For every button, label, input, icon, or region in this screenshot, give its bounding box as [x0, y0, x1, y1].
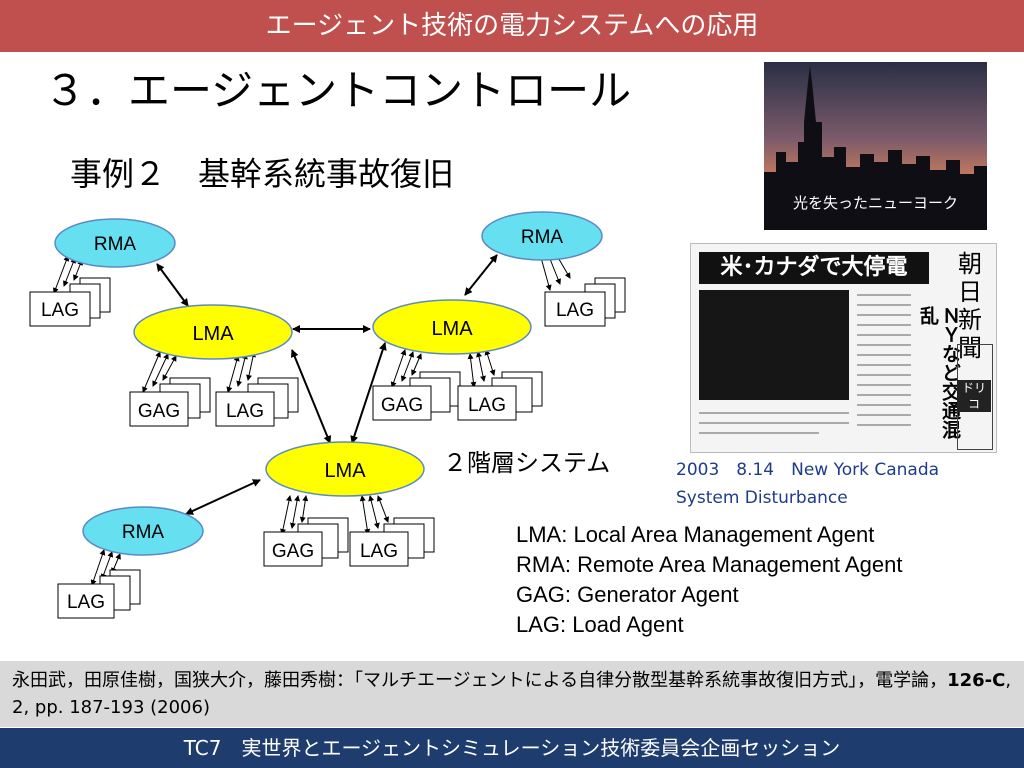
- device-box-gag-right: GAG: [372, 385, 432, 421]
- node-lma-right: LMA: [372, 299, 532, 355]
- node-label: LMA: [324, 460, 366, 482]
- node-label: LMA: [192, 323, 234, 345]
- title-bar: [0, 0, 1024, 52]
- node-lma-bottom: LMA: [265, 441, 425, 497]
- node-rma-top-right: RMA: [481, 211, 603, 261]
- device-box-lag-bottom-left: LAG: [57, 583, 115, 619]
- device-box-gag-bottom: GAG: [263, 531, 323, 567]
- link-lma-bottom-rma: [185, 479, 261, 515]
- newspaper-caption-text: [699, 408, 849, 444]
- newspaper-side-headline: ＮＹなど交通混乱: [917, 306, 961, 439]
- section-heading: ３．エージェントコントロール: [44, 66, 632, 115]
- newspaper-photo: [699, 290, 849, 400]
- node-label: LMA: [431, 318, 473, 340]
- legend-item-gag: GAG: Generator Agent: [516, 582, 739, 607]
- two-layer-system-label: ２階層システム: [443, 449, 611, 477]
- device-label: LAG: [360, 541, 398, 562]
- device-label: GAG: [138, 401, 180, 422]
- device-box-lag-bottom: LAG: [349, 531, 409, 567]
- node-lma-left: LMA: [133, 304, 293, 360]
- case-subheading: 事例２ 基幹系統事故復旧: [70, 155, 455, 193]
- acronym-legend: LMA: Local Area Management Agent RMA: Re…: [516, 520, 902, 640]
- device-box-lag-right: LAG: [457, 385, 517, 421]
- node-rma-top-left: RMA: [54, 218, 176, 268]
- device-label: LAG: [226, 401, 264, 422]
- link-lma-right-rma: [464, 254, 498, 296]
- legend-item-lma: LMA: Local Area Management Agent: [516, 522, 875, 547]
- node-label: RMA: [521, 227, 564, 248]
- device-label: LAG: [468, 395, 506, 416]
- device-label: LAG: [67, 592, 105, 613]
- slide-title: エージェント技術の電力システムへの応用: [265, 11, 759, 41]
- photo-caption: 光を失ったニューヨーク: [792, 194, 958, 212]
- newspaper-ad-text: ドリコ: [957, 380, 991, 412]
- citation-rest: , 2, pp. 187-193 (2006): [12, 670, 1012, 718]
- link-lma-left-lma-bottom: [290, 349, 332, 444]
- device-label: LAG: [556, 300, 594, 321]
- citation-text: 永田武，田原佳樹，国狭大介，藤田秀樹：「マルチエージェントによる自律分散型基幹系…: [12, 667, 1012, 721]
- device-box-lag-left: LAG: [215, 391, 275, 427]
- newspaper-clipping: 米･カナダで大停電 朝日新聞 ＮＹなど交通混乱 ドリコ: [690, 243, 997, 453]
- footer-text: TC7 実世界とエージェントシミュレーション技術委員会企画セッション: [183, 736, 841, 760]
- agent-diagram: LAG LAG GAG LAG GAG LAG GAG LAG LAG RMA …: [29, 211, 626, 619]
- newspaper-masthead: 朝日新聞: [958, 250, 982, 362]
- newspaper-body-text: [857, 290, 911, 440]
- device-box-lag-top-left: LAG: [29, 291, 91, 327]
- legend-item-lag: LAG: Load Agent: [516, 612, 684, 637]
- device-box-gag-left: GAG: [129, 391, 189, 427]
- legend-item-rma: RMA: Remote Area Management Agent: [516, 552, 903, 577]
- citation-volume: 126-C: [947, 670, 1006, 691]
- device-label: LAG: [41, 300, 79, 321]
- device-label: GAG: [272, 541, 314, 562]
- citation-authors: 永田武，田原佳樹，国狭大介，藤田秀樹：「マルチエージェントによる自律分散型基幹系…: [12, 670, 948, 691]
- citation-band: [0, 661, 1024, 727]
- node-label: RMA: [94, 234, 137, 255]
- main-links: [156, 254, 498, 515]
- device-box-lag-top-right: LAG: [544, 291, 606, 327]
- nyc-blackout-photo: [764, 62, 987, 230]
- footer-bar: [0, 728, 1024, 768]
- newspaper-headline: 米･カナダで大停電: [699, 252, 929, 284]
- device-label: GAG: [381, 395, 423, 416]
- link-rma-lma-left: [156, 263, 189, 307]
- link-lma-right-lma-bottom: [350, 342, 387, 444]
- event-caption: 2003 8.14 New York Canada System Disturb…: [676, 460, 940, 508]
- node-rma-bottom-left: RMA: [82, 506, 204, 556]
- node-label: RMA: [122, 522, 165, 543]
